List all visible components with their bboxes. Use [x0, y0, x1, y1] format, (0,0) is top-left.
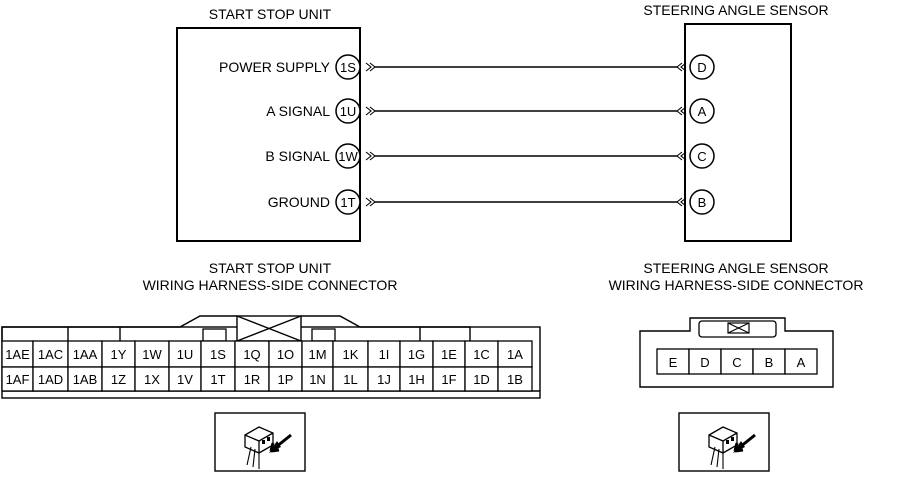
connector-cell: [134, 340, 170, 368]
connector-chevron: [365, 197, 376, 207]
wire-row: GROUND 1T B: [268, 189, 715, 215]
connector-pin-label: 1AF: [6, 372, 30, 387]
pin-circle: [335, 98, 361, 124]
connector-pin-label: 1Q: [243, 347, 260, 362]
pin-label-left: 1U: [340, 104, 357, 119]
connector-cell: [332, 366, 369, 392]
connector-pin-label: E: [669, 355, 678, 370]
connector-cell: [656, 348, 690, 375]
connector-pin-label: D: [700, 355, 709, 370]
connector-chevron: [676, 62, 687, 72]
connector-pin-label: 1S: [210, 347, 226, 362]
connector-pin-label: 1H: [408, 372, 425, 387]
connector-cell: [168, 340, 202, 368]
connector-pin-label: 1K: [343, 347, 359, 362]
connector-cell: [301, 366, 334, 392]
right-unit-title: STEERING ANGLE SENSOR: [643, 2, 828, 18]
left-connector-title-2: WIRING HARNESS-SIDE CONNECTOR: [143, 277, 398, 293]
pin-label-left: 1T: [340, 195, 355, 210]
pin-circle: [335, 143, 361, 169]
connector-pin-label: 1M: [308, 347, 326, 362]
left-connector-title-1: START STOP UNIT: [209, 260, 332, 276]
pin-circle: [689, 54, 715, 80]
connector-pin-label: 1I: [379, 347, 390, 362]
pin-label-right: A: [698, 104, 707, 119]
connector-pin-label: 1AC: [38, 347, 63, 362]
connector-cell: [399, 340, 434, 368]
wire-row: B SIGNAL 1W C: [265, 143, 715, 169]
connector-chevron: [365, 106, 376, 116]
connector-cell: [234, 366, 270, 392]
connector-pin-label: 1A: [507, 347, 523, 362]
connector-pin-label: 1AD: [38, 372, 63, 387]
connector-chevron: [676, 151, 687, 161]
pin-circle: [335, 189, 361, 215]
connector-cell: [200, 366, 236, 392]
connector-cell: [268, 340, 303, 368]
pin-function-label: B SIGNAL: [265, 148, 330, 164]
connector-pin-label: 1AE: [5, 347, 30, 362]
right-connector-title-1: STEERING ANGLE SENSOR: [643, 260, 828, 276]
connector-pin-label: 1P: [278, 372, 294, 387]
connector-cell: [399, 366, 434, 392]
pin-function-label: POWER SUPPLY: [219, 59, 331, 75]
connector-pin-label: 1F: [441, 372, 456, 387]
connector-pin-label: 1G: [408, 347, 425, 362]
pin-label-left: 1W: [338, 149, 358, 164]
right-connector-title-2: WIRING HARNESS-SIDE CONNECTOR: [609, 277, 864, 293]
connector-pin-label: C: [732, 355, 741, 370]
connector-cell: [432, 366, 466, 392]
connector-pin-label: 1V: [177, 372, 193, 387]
left-unit-title: START STOP UNIT: [209, 6, 332, 22]
pin-circle: [689, 189, 715, 215]
connector-view-direction-icon: [213, 411, 307, 473]
connector-pin-label: 1L: [343, 372, 357, 387]
connector-cell: [101, 340, 136, 368]
connector-pin-label: 1R: [244, 372, 261, 387]
connector-cell: [784, 348, 818, 375]
wire-row: POWER SUPPLY 1S D: [219, 54, 715, 80]
connector-pin-label: 1W: [142, 347, 162, 362]
connector-cell: [268, 366, 303, 392]
connector-cell: [497, 366, 533, 392]
pin-label-right: D: [697, 60, 706, 75]
connector-pin-label: A: [797, 355, 806, 370]
wire-row: A SIGNAL 1U A: [266, 98, 715, 124]
connector-cell: [497, 340, 533, 368]
pin-function-label: GROUND: [268, 194, 330, 210]
connector-chevron: [676, 197, 687, 207]
pin-circle: [335, 54, 361, 80]
connector-pin-label: 1Z: [111, 372, 126, 387]
connector-pin-label: 1J: [377, 372, 391, 387]
pin-label-left: 1S: [340, 60, 356, 75]
connector-cell: [32, 340, 69, 368]
pin-label-right: C: [697, 149, 706, 164]
connector-pin-label: 1X: [144, 372, 160, 387]
pin-circle: [689, 143, 715, 169]
connector-pin-label: 1O: [277, 347, 294, 362]
pin-function-label: A SIGNAL: [266, 103, 330, 119]
connector-chevron: [365, 62, 376, 72]
connector-cell: [101, 366, 136, 392]
connector-pin-label: 1AA: [73, 347, 98, 362]
connector-cell: [688, 348, 722, 375]
connector-pin-label: 1E: [441, 347, 457, 362]
connector-pin-label: 1C: [473, 347, 490, 362]
connector-chevron: [676, 106, 687, 116]
connector-cell: [464, 366, 499, 392]
pin-label-right: B: [698, 195, 707, 210]
connector-view-direction-icon: [677, 411, 771, 473]
start-stop-unit-box: [176, 27, 361, 242]
connector-pin-label: 1D: [473, 372, 490, 387]
connector-chevron: [365, 151, 376, 161]
connector-pin-label: B: [765, 355, 774, 370]
connector-pin-label: 1T: [210, 372, 225, 387]
connector-pin-label: 1N: [309, 372, 326, 387]
pin-circle: [689, 98, 715, 124]
connector-pin-label: 1B: [507, 372, 523, 387]
connector-pin-label: 1AB: [73, 372, 98, 387]
connector-pin-label: 1Y: [111, 347, 127, 362]
connector-pin-label: 1U: [177, 347, 194, 362]
